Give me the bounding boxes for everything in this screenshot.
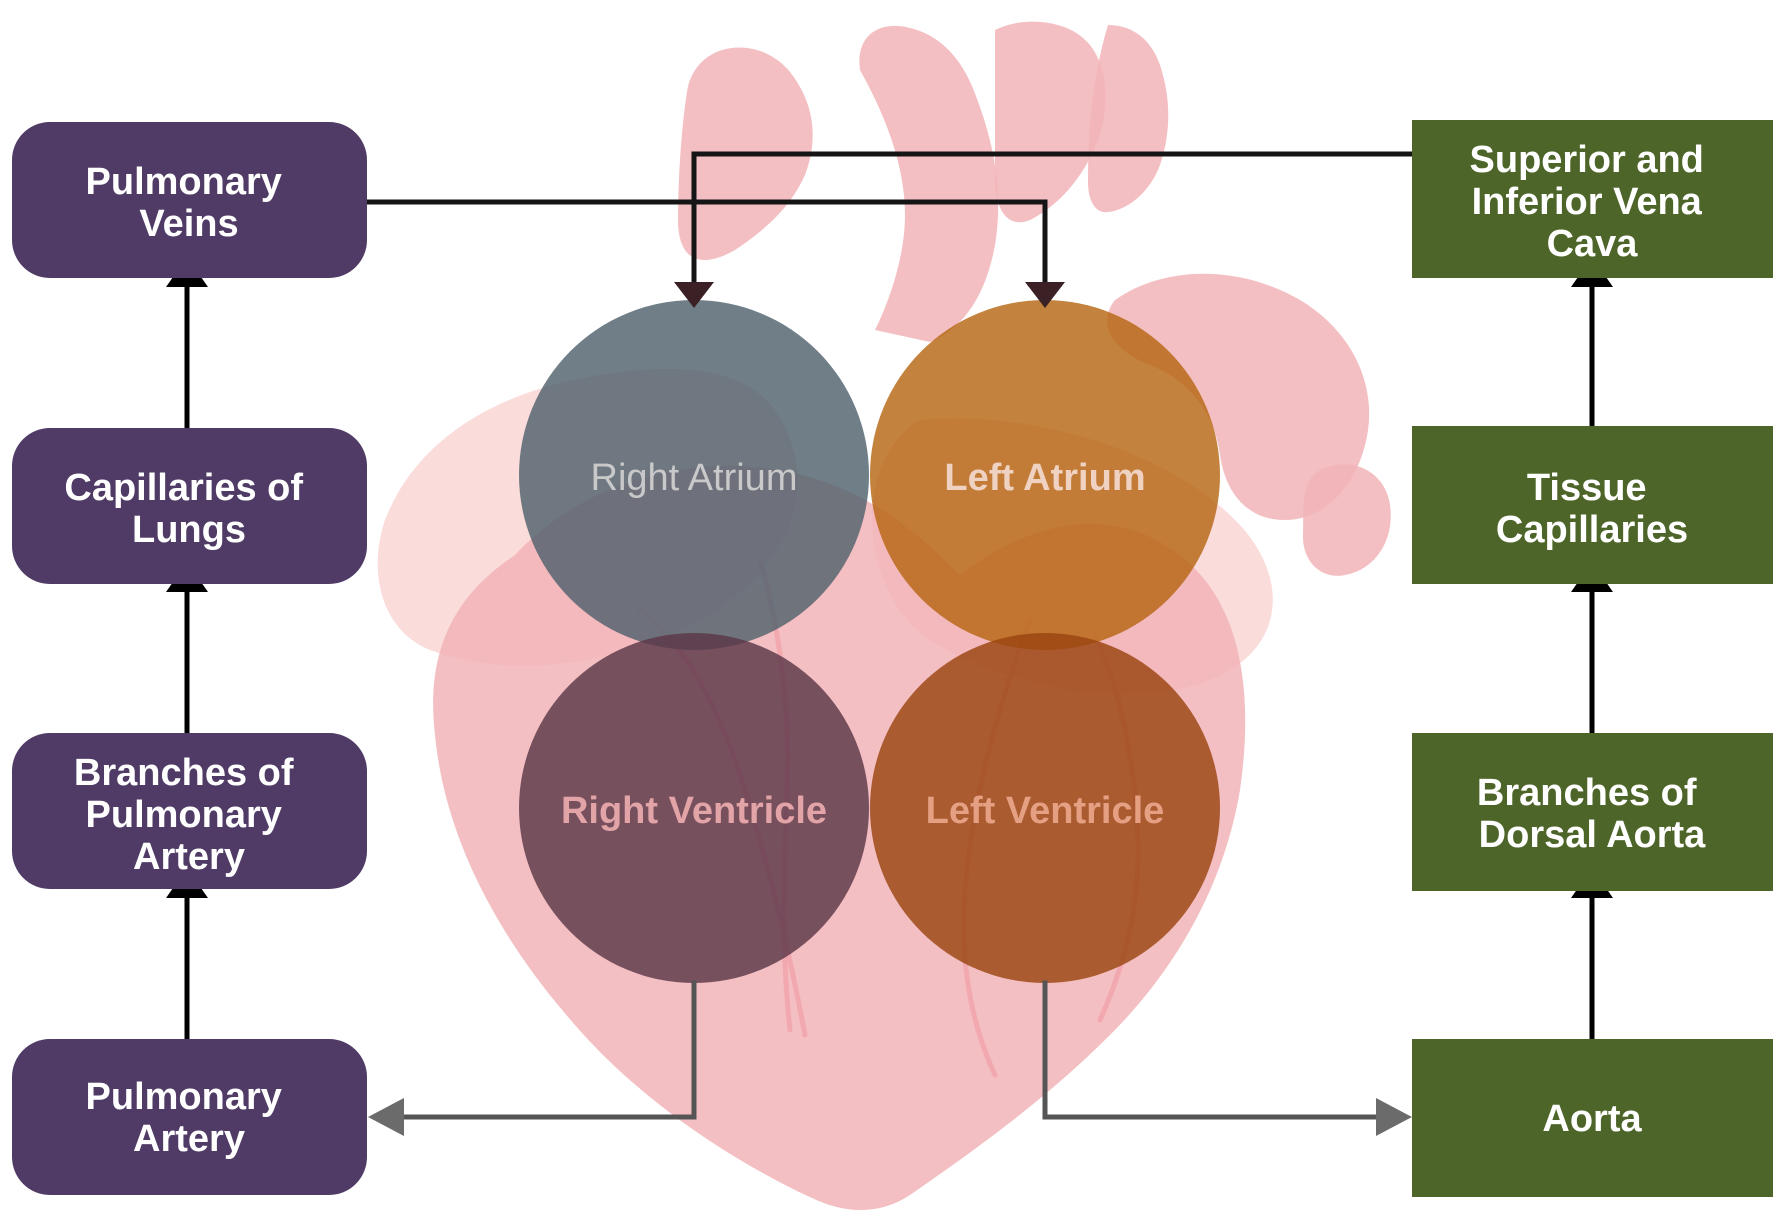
heart-top-branch [1088, 25, 1169, 213]
label-line: Superior and [1470, 139, 1704, 181]
aorta-label: Aorta [1542, 1098, 1642, 1140]
label-line: Capillaries [1496, 509, 1688, 551]
right-ventricle-to-pulmonary-artery-connector [387, 980, 697, 1120]
pulmonary-artery-label: Pulmonary Artery [86, 1076, 293, 1160]
left-ventricle-to-aorta-connector [1042, 980, 1385, 1120]
left-ventricle-circle [870, 633, 1220, 983]
left-atrium-circle [870, 300, 1220, 650]
label-line: Veins [139, 203, 238, 245]
label-line: Branches of [1477, 772, 1697, 814]
label-line: Artery [133, 836, 245, 878]
right-atrium-label: Right Atrium [591, 457, 798, 499]
pulmonary-artery-branches-label: Branches of Pulmonary Artery [74, 752, 304, 878]
pulmonary-artery-arrowhead [368, 1098, 404, 1136]
tissue-capillaries-label: Tissue Capillaries [1496, 467, 1688, 551]
right-atrium-circle [519, 300, 869, 650]
pulmonary-veins-box [12, 122, 367, 278]
tissue-capillaries-box [1412, 426, 1773, 584]
pulmonary-artery-branches-box [12, 733, 367, 889]
vena-cava-to-right-atrium-connector [691, 151, 1415, 291]
pulmonary-veins-label: Pulmonary Veins [86, 161, 293, 245]
label-line: Pulmonary [86, 161, 282, 203]
aorta-arrowhead [1376, 1098, 1412, 1136]
pulmonary-veins-to-left-atrium-connector [364, 199, 1048, 291]
label-line: Dorsal Aorta [1479, 814, 1707, 856]
pulmonary-artery-box [12, 1039, 367, 1195]
box-labels: Pulmonary Veins Capillaries of Lungs Bra… [64, 139, 1715, 1160]
lung-capillaries-box [12, 428, 367, 584]
label-line: Pulmonary [86, 1076, 282, 1118]
label-line: Inferior Vena [1472, 181, 1703, 223]
label-line: Lungs [132, 509, 246, 551]
label-line: Pulmonary [86, 794, 282, 836]
right-ventricle-label: Right Ventricle [561, 790, 827, 832]
label-line: Aorta [1542, 1098, 1642, 1140]
dorsal-aorta-branches-label: Branches of Dorsal Aorta [1477, 772, 1707, 856]
right-ventricle-circle [519, 633, 869, 983]
connector-lines [184, 151, 1595, 1120]
label-line: Cava [1547, 223, 1639, 265]
left-atrium-label: Left Atrium [944, 457, 1145, 499]
right-atrium-arrowhead [674, 282, 714, 308]
heart-right-small-vessel [1302, 464, 1391, 576]
systemic-circulation-boxes [1412, 120, 1773, 1197]
dorsal-aorta-branches-box [1412, 733, 1773, 891]
aorta-box [1412, 1039, 1773, 1197]
heart-chambers [519, 300, 1220, 983]
vena-cava-label: Superior and Inferior Vena Cava [1470, 139, 1715, 265]
lung-capillaries-label: Capillaries of Lungs [64, 467, 313, 551]
label-line: Capillaries of [64, 467, 303, 509]
label-line: Artery [133, 1118, 245, 1160]
left-ventricle-label: Left Ventricle [926, 790, 1165, 832]
vena-cava-box [1412, 120, 1773, 278]
pulmonary-circulation-boxes [12, 122, 367, 1195]
heart-right-vessel [1107, 273, 1370, 520]
chamber-labels: Right Atrium Left Atrium Right Ventricle… [561, 457, 1164, 832]
left-atrium-arrowhead [1025, 282, 1065, 308]
heart-top-vessel [995, 21, 1106, 223]
heart-aortic-arch [859, 25, 999, 343]
label-line: Tissue [1527, 467, 1647, 509]
label-line: Branches of [74, 752, 294, 794]
